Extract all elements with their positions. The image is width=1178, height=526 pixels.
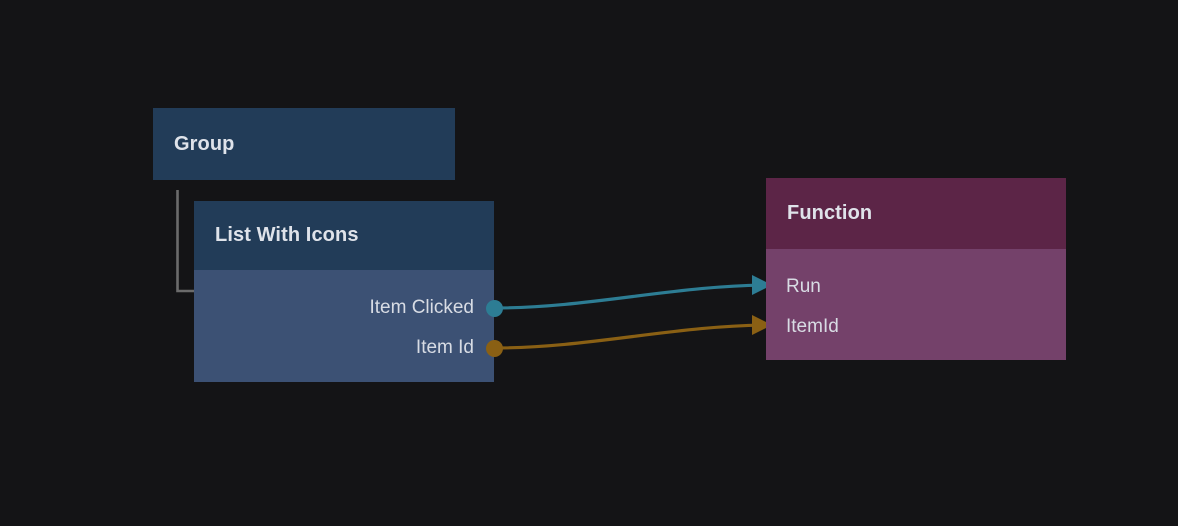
output-port-item-clicked[interactable]: Item Clicked: [194, 297, 503, 318]
input-port-run[interactable]: Run: [766, 276, 1066, 297]
node-function-header[interactable]: Function: [766, 178, 1066, 249]
node-list-with-icons-body: Item Clicked Item Id: [194, 270, 503, 382]
node-group-header[interactable]: Group: [153, 108, 455, 180]
node-group-title: Group: [174, 132, 235, 155]
node-list-with-icons[interactable]: List With Icons Item Clicked Item Id: [194, 201, 503, 382]
edge-item-id-to-itemid[interactable]: [492, 323, 774, 350]
node-function-body: Run ItemId: [766, 249, 1066, 360]
output-port-item-clicked-dot-icon[interactable]: [485, 299, 503, 317]
output-port-item-id-dot-icon[interactable]: [485, 339, 503, 357]
node-function[interactable]: Function Run ItemId: [766, 178, 1066, 360]
output-port-item-id[interactable]: Item Id: [194, 337, 503, 358]
node-group[interactable]: Group: [153, 108, 455, 180]
node-list-with-icons-header[interactable]: List With Icons: [194, 201, 494, 270]
input-port-itemid[interactable]: ItemId: [766, 316, 1066, 337]
node-list-with-icons-title: List With Icons: [215, 224, 359, 246]
input-port-run-label: Run: [786, 276, 821, 297]
output-port-item-clicked-label: Item Clicked: [369, 297, 474, 318]
node-function-title: Function: [787, 202, 873, 224]
input-port-itemid-label: ItemId: [786, 316, 839, 337]
edge-item-clicked-to-run[interactable]: [492, 283, 774, 310]
output-port-item-id-label: Item Id: [415, 337, 474, 358]
